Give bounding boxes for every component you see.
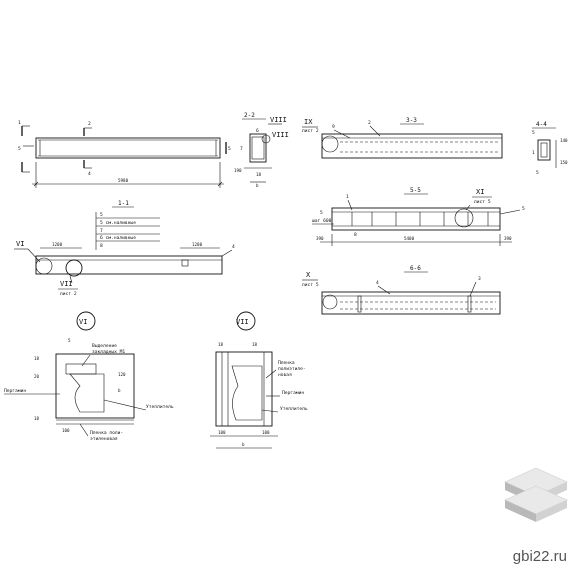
dim-18-22: 18	[256, 172, 262, 177]
mark-4-plan: 4	[88, 171, 91, 177]
dim-1200-left: 1200	[52, 242, 63, 247]
detVI-bottom2: этиленовая	[90, 437, 118, 442]
title-2-2: 2-2	[244, 112, 255, 119]
detVII-right1: Пергамин	[282, 390, 304, 396]
mark-3-66: 3	[478, 276, 481, 282]
section-1-1: 1-1 5 5 см.наливные 7 6 см.наливные 8 12…	[14, 200, 235, 297]
shag-600: шаг 600	[312, 218, 332, 224]
detVI-right: Утеплитель	[146, 404, 174, 410]
detVII-top2: полиэтиле-	[278, 367, 306, 372]
detVI-dim-18: 18	[34, 356, 40, 361]
dim-150: 150	[560, 160, 568, 165]
mark-2-plan: 2	[88, 121, 91, 127]
detVII-top1: Пленка	[278, 360, 295, 366]
mark-5-44: 5	[532, 130, 535, 136]
mark-7-2-2: 7	[240, 146, 243, 152]
detVI-b: b	[118, 388, 121, 393]
mark-5-55: 5	[320, 210, 323, 216]
mark-1-55: 1	[346, 194, 349, 200]
detVI-dim-100: 100	[62, 428, 70, 433]
detVII-dim-18b: 18	[252, 342, 258, 347]
detail-VII: VII Пленка полиэтиле- новая Пергамин Уте…	[210, 311, 308, 449]
mark-8-11: 8	[100, 243, 103, 249]
detVII-b: b	[242, 442, 245, 447]
mark-6-2-2: 6	[256, 128, 259, 134]
mark-7-11: 7	[100, 228, 103, 234]
title-3-3: 3-3	[406, 117, 417, 124]
brand-logo	[497, 462, 575, 575]
detVI-bottom1: Пленка поли-	[90, 430, 123, 436]
detVI-top2: закладных М1	[92, 349, 125, 355]
section-2-2: 2-2 VIII 6 7 VIII 190 18 b	[234, 112, 289, 188]
sheet2-11: лист 2	[60, 291, 77, 297]
panel-plan: 1 2 4 5 5 5980	[18, 120, 231, 188]
callout-XI: XI	[476, 188, 484, 196]
detVII-top3: новая	[278, 373, 292, 378]
dim-5400: 5400	[404, 236, 415, 241]
dim-190: 190	[234, 168, 242, 173]
detVII-dim-18a: 18	[218, 342, 224, 347]
title-1-1: 1-1	[118, 200, 129, 207]
detVI-dim-18b: 18	[34, 416, 40, 421]
dim-390-left: 390	[316, 236, 324, 241]
section-5-5: 5-5 XI лист 5 5 шаг 600 1 8 5 390 5	[312, 187, 525, 246]
detVII-dim-100a: 100	[218, 430, 226, 435]
detVI-dim-20: 20	[34, 374, 40, 379]
section-6-6: 6-6 X лист 5 4 3	[302, 265, 501, 315]
stiffener-ribs	[351, 212, 489, 226]
detail-VI: VI Выделение закладных М1 Пергамин Утепл…	[4, 311, 174, 442]
detVII-dim-100b: 100	[262, 430, 270, 435]
mark-4-11: 4	[232, 244, 235, 250]
mark-1-44: 1	[532, 150, 535, 156]
sheet2-33: лист 2	[302, 128, 319, 134]
callout-X: X	[306, 271, 311, 279]
detVI-dim-120: 120	[118, 372, 126, 377]
callout-VII-11: VII	[60, 280, 73, 288]
layer-2: 6 см.наливные	[100, 235, 136, 241]
mark-5-right: 5	[228, 146, 231, 152]
mark-2-33: 2	[368, 120, 371, 126]
layer-1: 5 см.наливные	[100, 220, 136, 226]
detVI-left: Пергамин	[4, 388, 26, 394]
stacked-blocks-icon	[504, 467, 568, 522]
mark-5-left: 5	[18, 146, 21, 152]
sheet5-55: лист 5	[474, 199, 491, 205]
title-6-6: 6-6	[410, 265, 421, 272]
detail-VII-title: VII	[236, 318, 249, 326]
detail-VI-title: VI	[79, 318, 87, 326]
callout-IX: IX	[304, 118, 313, 126]
callout-VIII-side: VIII	[272, 131, 289, 139]
section-4-4: 4-4 5 1 140 150 5	[532, 121, 568, 176]
detVII-right2: Утеплитель	[280, 406, 308, 412]
section-3-3: 3-3 IX лист 2 9 2	[302, 117, 503, 159]
dim-b-22: b	[256, 183, 259, 188]
callout-VI: VI	[16, 240, 24, 248]
dim-140: 140	[560, 138, 568, 143]
title-4-4: 4-4	[536, 121, 547, 128]
mark-4-66: 4	[376, 280, 379, 286]
detVI-dim-50: 5	[68, 338, 71, 343]
callout-VIII-top: VIII	[270, 116, 287, 124]
mark-1-left: 1	[18, 120, 21, 126]
mark-5-11: 5	[100, 212, 103, 218]
mark-8-55: 8	[354, 232, 357, 238]
title-5-5: 5-5	[410, 187, 421, 194]
dim-5980: 5980	[118, 178, 129, 183]
brand-url[interactable]: gbi22.ru	[512, 548, 567, 565]
dim-390-right: 390	[504, 236, 512, 241]
mark-5-55r: 5	[522, 206, 525, 212]
sheet5-66: лист 5	[302, 282, 319, 288]
mark-5-44b: 5	[536, 170, 539, 176]
detVI-top1: Выделение	[92, 343, 117, 349]
mark-9-33: 9	[332, 124, 335, 130]
dim-1200-right: 1200	[192, 242, 203, 247]
